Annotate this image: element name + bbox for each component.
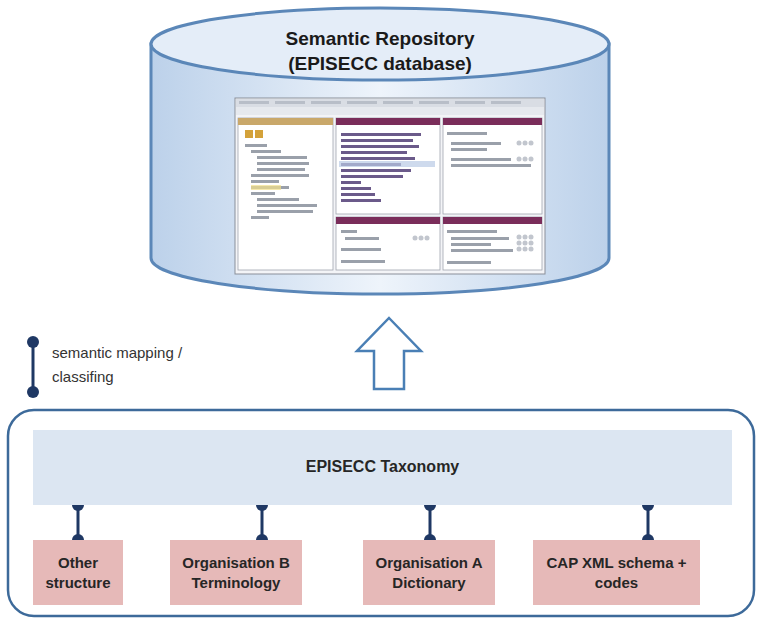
mapping-connector <box>642 499 654 546</box>
source-box: Organisation A Dictionary <box>363 540 495 605</box>
mapping-connector <box>72 499 84 546</box>
box-label: Other structure <box>41 553 115 592</box>
repository-title: Semantic Repository (EPISECC database) <box>260 27 500 76</box>
mapping-icon <box>27 336 39 398</box>
box-label: CAP XML schema + codes <box>541 553 692 592</box>
taxonomy-band: EPISECC Taxonomy <box>33 430 732 505</box>
title-holder: Semantic Repository (EPISECC database) <box>148 27 612 76</box>
source-box: CAP XML schema + codes <box>533 540 700 605</box>
mapping-connector <box>424 499 436 546</box>
box-label: EPISECC Taxonomy <box>306 457 460 478</box>
box-label: Organisation A Dictionary <box>371 553 487 592</box>
source-box: Other structure <box>33 540 123 605</box>
box-label: Organisation B Terminology <box>178 553 294 592</box>
source-box: Organisation B Terminology <box>170 540 302 605</box>
mapping-connector <box>256 499 268 546</box>
mapping-note: semantic mapping / classifing <box>52 341 184 389</box>
